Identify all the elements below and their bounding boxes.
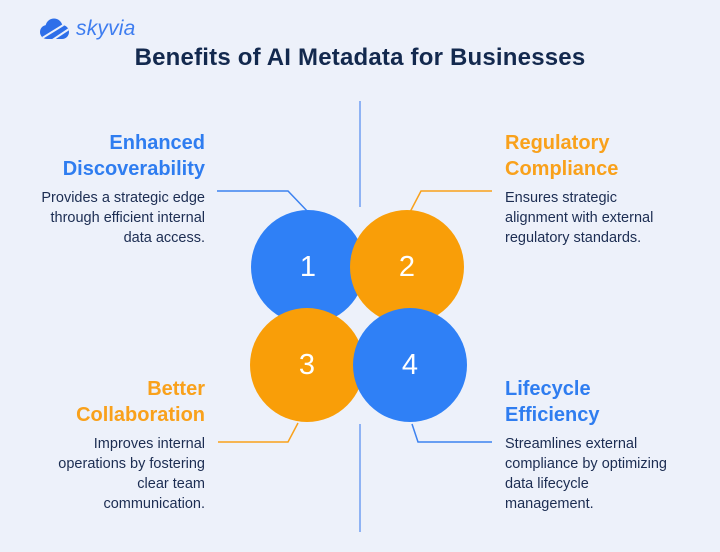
circle-2-number: 2 bbox=[398, 250, 416, 283]
benefit-lifecycle-efficiency: Lifecycle Efficiency Streamlines externa… bbox=[505, 376, 690, 514]
circle-4: 4 bbox=[353, 308, 467, 422]
benefit-title: Lifecycle Efficiency bbox=[505, 378, 600, 426]
benefit-better-collaboration: Better Collaboration Improves internal o… bbox=[20, 376, 205, 514]
connector-bottom-left bbox=[218, 422, 299, 443]
connector-top-right bbox=[408, 190, 492, 215]
circle-3-number: 3 bbox=[298, 348, 316, 381]
benefit-description: Ensures strategic alignment with externa… bbox=[505, 190, 654, 246]
skyvia-logo: skyvia bbox=[38, 17, 136, 41]
benefit-description: Provides a strategic edge through effici… bbox=[41, 190, 205, 246]
page-title: Benefits of AI Metadata for Businesses bbox=[134, 44, 586, 71]
circle-3: 3 bbox=[250, 308, 364, 422]
circle-4-number: 4 bbox=[401, 348, 419, 381]
cloud-icon bbox=[40, 18, 69, 39]
circle-1: 1 bbox=[251, 210, 365, 324]
benefit-title: Regulatory Compliance bbox=[505, 132, 619, 180]
benefit-enhanced-discoverability: Enhanced Discoverability Provides a stra… bbox=[20, 130, 205, 248]
logo-text: skyvia bbox=[76, 17, 136, 40]
connector-bottom-right bbox=[411, 423, 492, 443]
benefit-title: Better Collaboration bbox=[76, 378, 205, 426]
benefit-description: Streamlines external compliance by optim… bbox=[505, 436, 667, 512]
benefit-title: Enhanced Discoverability bbox=[62, 132, 205, 180]
benefit-description: Improves internal operations by fosterin… bbox=[58, 436, 205, 512]
benefit-regulatory-compliance: Regulatory Compliance Ensures strategic … bbox=[505, 130, 690, 248]
circle-2: 2 bbox=[350, 210, 464, 324]
circle-1-number: 1 bbox=[299, 250, 317, 283]
